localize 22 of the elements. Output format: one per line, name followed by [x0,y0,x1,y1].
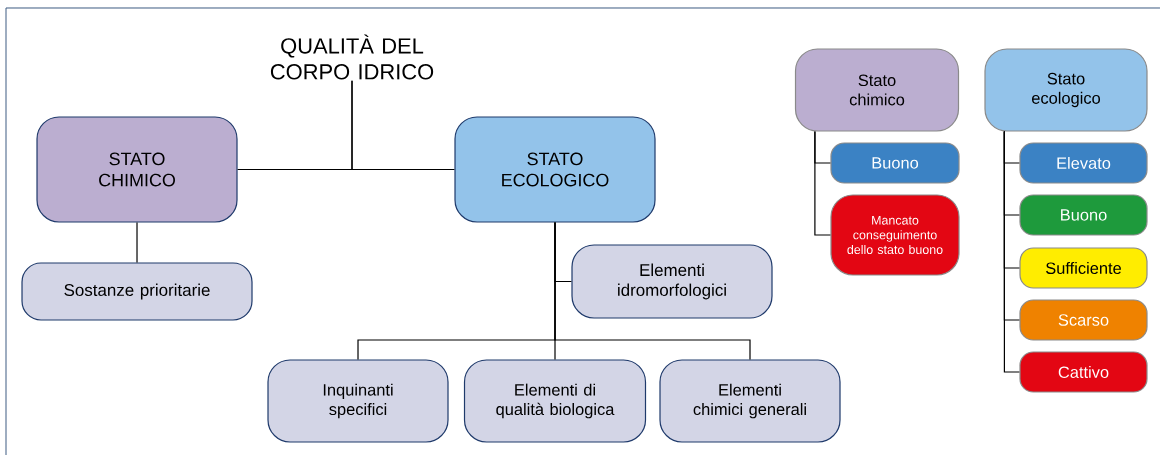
class-box: Scarso [1019,299,1148,341]
connector-line [554,222,751,360]
element-box: Inquinanti specifici [267,359,449,443]
element-box: Elementi di qualità biologica [463,359,647,443]
heading-text: QUALITÀ DEL CORPO IDRICO [270,34,434,80]
class-box: Elevato [1019,142,1148,184]
connector-line [1003,131,1020,373]
class-box: Sufficiente [1019,247,1148,289]
category-box: Stato ecologico [984,48,1148,132]
category-box: STATO ECOLOGICO [454,116,656,223]
connector-line [136,222,138,263]
class-box: Cattivo [1019,351,1148,393]
class-box: Buono [1019,194,1148,236]
category-box: Stato chimico [794,48,960,132]
element-box: Elementi idromorfologici [571,244,773,319]
class-box: Buono [830,142,960,184]
element-box: Sostanze prioritarie [21,262,253,321]
connector-line [814,131,831,236]
element-box: Elementi chimici generali [659,359,841,443]
category-box: STATO CHIMICO [36,116,238,223]
connector-line [351,80,455,171]
class-box: Mancato conseguimento dello stato buono [830,194,960,276]
